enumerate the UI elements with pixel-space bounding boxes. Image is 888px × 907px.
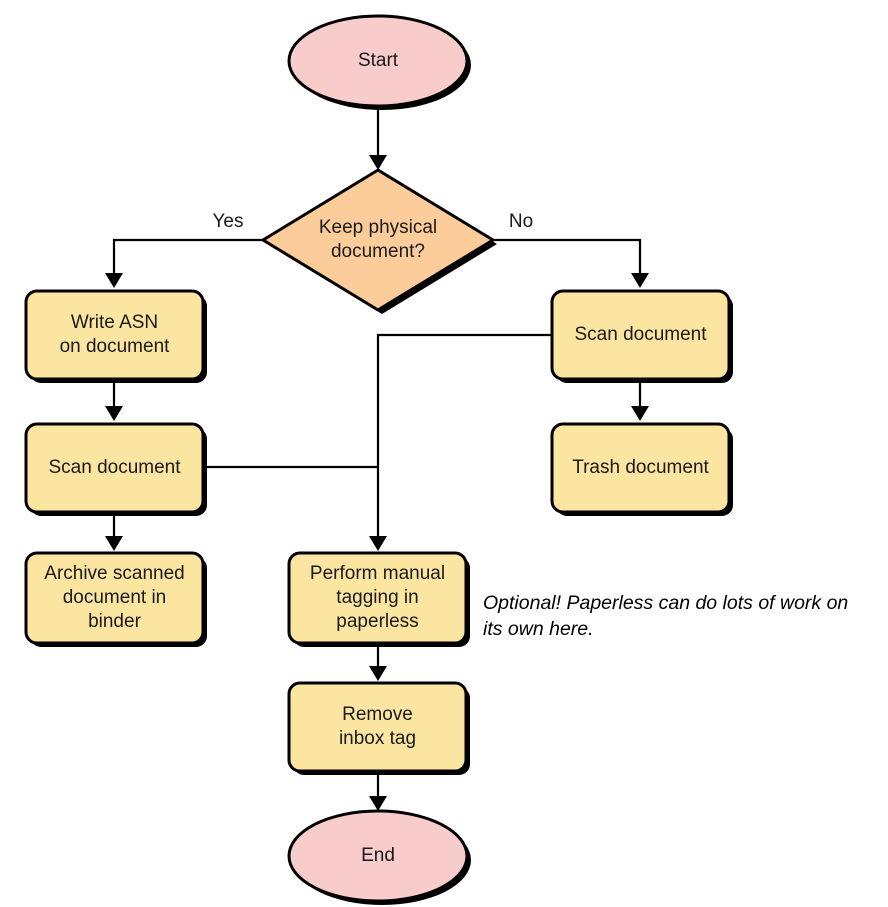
terminator-shape[interactable] (287, 809, 469, 903)
node-label: tagging in (336, 587, 418, 608)
annotations-layer: Optional! Paperless can do lots of work … (483, 592, 848, 640)
node-start[interactable]: Start (287, 14, 471, 110)
node-label: binder (88, 611, 141, 632)
node-write-asn[interactable]: Write ASN on document (24, 289, 207, 383)
node-end[interactable]: End (287, 809, 471, 905)
edge-e-scan-archive (105, 512, 123, 551)
process-shape[interactable] (24, 289, 205, 381)
node-label: Scan document (48, 457, 181, 478)
edge-label-e-yes: Yes (213, 211, 244, 232)
process-shape[interactable] (287, 681, 468, 773)
edge-label-e-no: No (509, 211, 533, 232)
arrowhead-icon (369, 155, 387, 170)
arrowhead-icon (105, 536, 123, 551)
edge-e-yes: Yes (105, 211, 263, 288)
node-label: inbox tag (339, 728, 416, 749)
node-scan-right[interactable]: Scan document (550, 289, 733, 383)
process-shape[interactable] (24, 422, 205, 514)
node-label: Perform manual (310, 563, 445, 584)
node-label: Write ASN (71, 312, 158, 333)
node-label: document in (63, 587, 167, 608)
node-manual-tagging[interactable]: Perform manual tagging in paperless (287, 551, 470, 647)
node-label: Keep physical (319, 217, 437, 238)
arrowhead-icon (631, 406, 649, 421)
arrowhead-icon (631, 273, 649, 288)
node-scan-left[interactable]: Scan document (24, 422, 207, 516)
decision-shape[interactable] (261, 168, 495, 312)
edge-e-tagging-remove (369, 643, 387, 681)
annotation-line: its own here. (483, 618, 594, 640)
annotation-optional-note: Optional! Paperless can do lots of work … (483, 592, 848, 640)
edge-e-scanright-trash (631, 379, 649, 421)
annotation-line: Optional! Paperless can do lots of work … (483, 592, 848, 614)
edge-e-start-decision (369, 107, 387, 170)
node-label: Start (358, 50, 399, 71)
node-label: on document (60, 336, 171, 357)
node-remove-inbox-tag[interactable]: Remove inbox tag (287, 681, 470, 775)
process-shape[interactable] (550, 422, 731, 514)
arrowhead-icon (105, 273, 123, 288)
terminator-shape[interactable] (287, 14, 469, 108)
node-trash[interactable]: Trash document (550, 422, 733, 516)
node-label: paperless (336, 611, 418, 632)
edge-path (493, 238, 642, 283)
arrowhead-icon (369, 666, 387, 681)
node-label: document? (331, 241, 425, 262)
process-shape[interactable] (550, 289, 731, 381)
node-label: Trash document (572, 457, 709, 478)
edge-e-no: No (493, 211, 649, 288)
process-shape[interactable] (24, 551, 205, 645)
edge-e-asn-scan (105, 379, 123, 421)
arrowhead-icon (369, 796, 387, 811)
edge-e-remove-end (369, 771, 387, 811)
node-label: Remove (342, 704, 413, 725)
process-shape[interactable] (287, 551, 468, 645)
arrowhead-icon (369, 536, 387, 551)
edge-path (376, 333, 552, 546)
node-archive-binder[interactable]: Archive scanned document in binder (24, 551, 207, 647)
edge-e-scanright-tagging (369, 333, 552, 551)
arrowhead-icon (105, 406, 123, 421)
node-label: Scan document (574, 324, 707, 345)
edges-layer: Yes No (105, 107, 649, 811)
node-label: End (361, 845, 395, 866)
node-keep-physical[interactable]: Keep physical document? (261, 168, 497, 314)
edge-path (112, 238, 263, 283)
node-label: Archive scanned (44, 563, 184, 584)
